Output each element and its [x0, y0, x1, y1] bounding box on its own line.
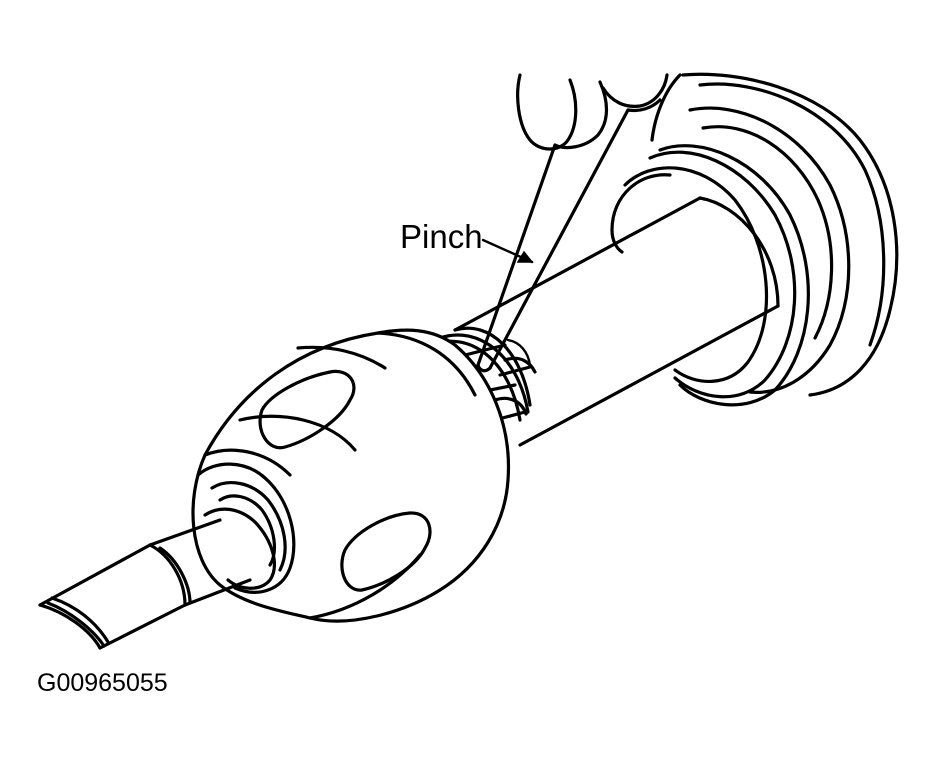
callout-label: Pinch	[400, 218, 483, 255]
figure-id: G00965055	[37, 669, 168, 697]
hand-icon	[516, 73, 669, 151]
callout-leader	[481, 238, 534, 264]
wheel-hub-seal-icon	[610, 72, 899, 407]
axle-shaft-icon	[453, 196, 780, 447]
cv-joint-housing	[191, 328, 511, 623]
tool-handle-icon	[38, 507, 276, 650]
